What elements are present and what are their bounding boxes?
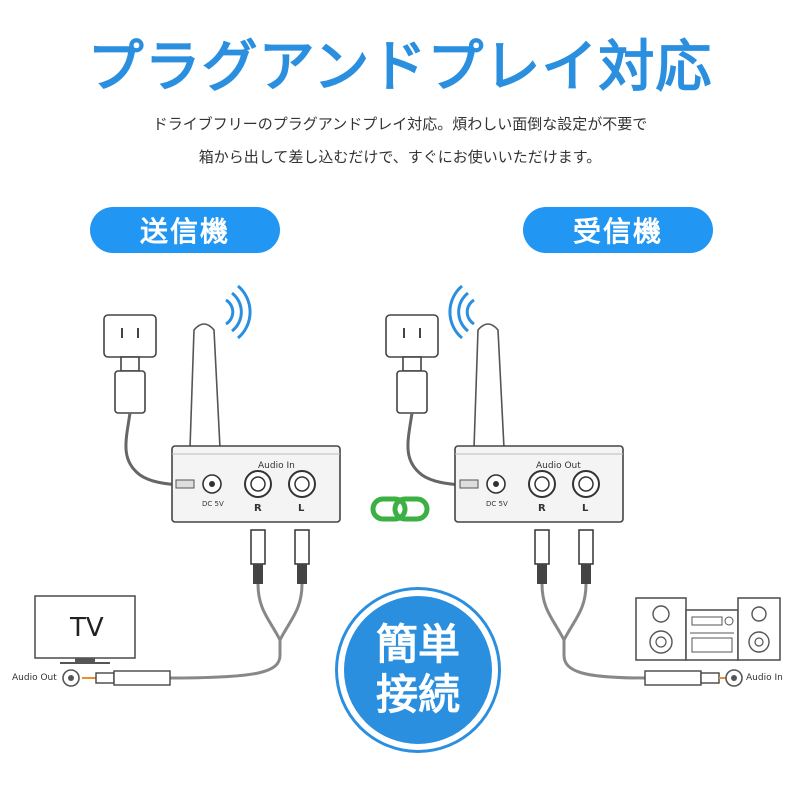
description-line-2: 箱から出して差し込むだけで、すぐにお使いいただけます。: [198, 148, 602, 166]
transmitter-l-label: L: [298, 503, 305, 514]
badge-line-1: 簡単: [375, 620, 460, 669]
transmitter-antenna: [189, 323, 221, 449]
transmitter-dc-label: DC 5V: [202, 500, 224, 508]
transmitter-port-label: Audio In: [258, 461, 295, 471]
tv-port-label: Audio Out: [12, 673, 57, 683]
transmitter-power-adapter-icon: [103, 314, 181, 487]
transmitter-label: 送信機: [90, 207, 280, 253]
receiver-power-adapter-icon: [385, 314, 463, 487]
receiver-label: 受信機: [523, 207, 713, 253]
tv-screen-text: TV: [70, 613, 104, 643]
badge-line-2: 接続: [375, 670, 460, 719]
receiver-device: [454, 445, 624, 523]
receiver-r-label: R: [538, 503, 546, 514]
receiver-wifi-icon: [448, 284, 475, 340]
easy-connection-badge: 簡単 接続: [338, 590, 498, 750]
page-title: プラグアンドプレイ対応: [87, 35, 713, 100]
receiver-rca-cables: [534, 529, 646, 680]
tv-icon: [34, 595, 136, 664]
tv-audio-jack: [62, 669, 171, 687]
transmitter-device: [171, 445, 341, 523]
speaker-port-label: Audio In: [746, 673, 783, 683]
receiver-dc-label: DC 5V: [486, 500, 508, 508]
transmitter-r-label: R: [254, 503, 262, 514]
speaker-system-icon: [635, 597, 781, 661]
speaker-audio-jack: [644, 669, 743, 687]
receiver-dc-plug: [459, 479, 479, 489]
transmitter-wifi-icon: [225, 284, 252, 340]
receiver-antenna: [473, 323, 505, 449]
description-line-1: ドライブフリーのプラグアンドプレイ対応。煩わしい面倒な設定が不要で: [152, 115, 648, 133]
transmitter-dc-plug: [175, 479, 195, 489]
link-icon: [370, 496, 430, 522]
receiver-l-label: L: [582, 503, 589, 514]
transmitter-rca-cables: [169, 529, 310, 680]
receiver-port-label: Audio Out: [536, 461, 581, 471]
